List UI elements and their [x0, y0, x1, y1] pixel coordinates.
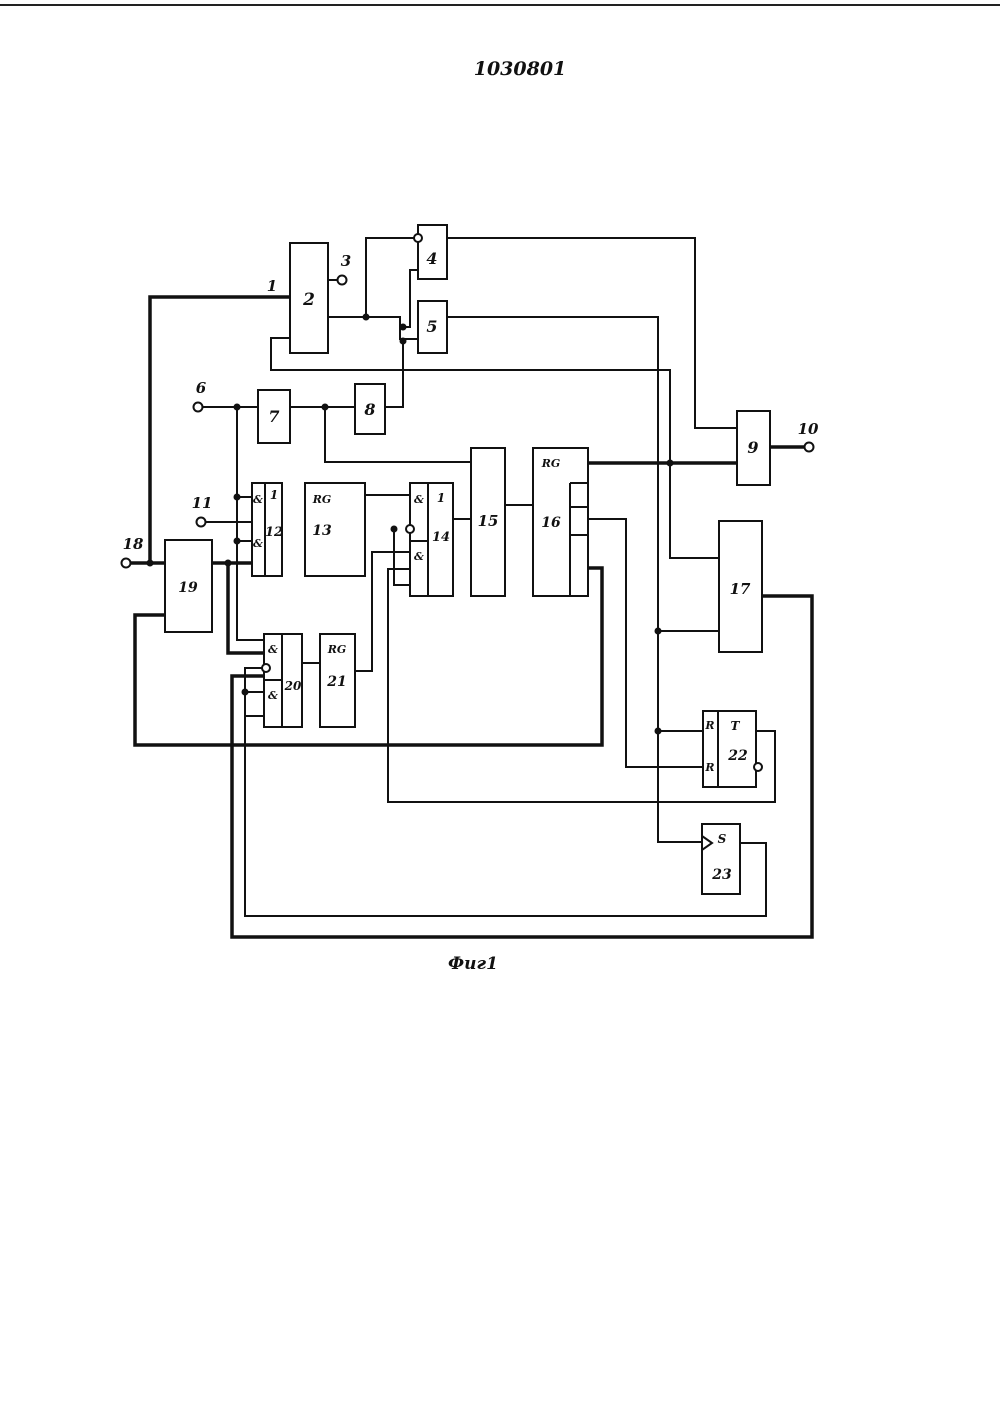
block-20-label: 20 [284, 679, 302, 693]
block-21: RG 21 [320, 634, 355, 727]
block-5: 5 [418, 301, 447, 353]
terminal-11-label: 11 [192, 494, 213, 512]
block-14: & & 1 14 [406, 483, 453, 596]
block-20-inverting-input [262, 664, 270, 672]
terminal-3 [338, 276, 347, 285]
patent-number: 1030801 [474, 58, 567, 80]
block-13-label: 13 [312, 523, 332, 539]
block-7: 7 [258, 390, 290, 443]
wire-14-in [394, 529, 410, 585]
terminal-18-label: 18 [123, 535, 144, 553]
junction [391, 526, 398, 533]
block-5-label: 5 [426, 317, 437, 336]
junction [655, 628, 662, 635]
block-22: R R T 22 [703, 711, 762, 787]
terminal-6 [194, 403, 203, 412]
block-20-pin-a: & [268, 643, 278, 656]
block-12-pin-b: & [253, 537, 263, 550]
block-20: & & 20 [262, 634, 302, 727]
block-8-label: 8 [363, 400, 375, 419]
junction [234, 404, 241, 411]
junction [655, 728, 662, 735]
block-9: 9 [737, 411, 770, 485]
block-20-pin-b: & [268, 689, 278, 702]
block-23-label: 23 [711, 867, 732, 883]
terminal-1-label: 1 [267, 277, 277, 295]
block-12-pin-a: & [253, 493, 263, 506]
block-2-label: 2 [302, 290, 315, 310]
block-14-pin-a: & [414, 493, 424, 506]
block-13: RG 13 [305, 483, 365, 576]
block-9-label: 9 [747, 438, 758, 457]
block-17-label: 17 [730, 580, 751, 598]
junction [322, 404, 329, 411]
junction [147, 560, 154, 567]
block-4: 4 [414, 225, 447, 279]
block-15-label: 15 [478, 512, 499, 530]
block-21-rg: RG [327, 643, 347, 656]
block-12-top: 1 [270, 488, 278, 502]
junction [234, 494, 241, 501]
block-14-label: 14 [432, 530, 450, 545]
block-22-t: T [731, 719, 741, 733]
terminal-10-label: 10 [798, 420, 819, 438]
junction [400, 338, 407, 345]
block-15: 15 [471, 448, 505, 596]
block-22-label: 22 [727, 748, 748, 764]
terminal-18 [122, 559, 131, 568]
block-16-label: 16 [541, 515, 561, 531]
block-4-inverting-input [414, 234, 422, 242]
block-16-rg: RG [541, 457, 561, 470]
block-19-label: 19 [178, 580, 198, 596]
block-14-pin-b: & [414, 550, 424, 563]
terminal-3-label: 3 [341, 252, 351, 270]
wire-7-to-15 [325, 407, 471, 462]
terminal-6-label: 6 [196, 379, 207, 397]
block-16: RG 16 [533, 448, 588, 596]
block-22-r: R [704, 761, 714, 774]
terminal-10 [805, 443, 814, 452]
junction [225, 560, 232, 567]
junction [234, 538, 241, 545]
block-14-top: 1 [437, 491, 445, 505]
block-21-label: 21 [326, 674, 346, 690]
wire-8-up [403, 270, 418, 327]
junction [242, 689, 249, 696]
junction [400, 324, 407, 331]
block-13-rg: RG [312, 493, 332, 506]
block-4-label: 4 [426, 249, 437, 268]
block-19: 19 [165, 540, 212, 632]
block-14-inverting-input [406, 525, 414, 533]
block-12: & & 1 12 [252, 483, 283, 576]
wire-4-to-9 [447, 238, 737, 428]
block-12-label: 12 [265, 525, 283, 540]
block-17: 17 [719, 521, 762, 652]
block-22-inverted-output [754, 763, 762, 771]
block-23: S 23 [702, 824, 740, 894]
terminal-11 [197, 518, 206, 527]
block-2: 2 [290, 243, 328, 353]
block-23-s: S [718, 832, 727, 846]
figure-caption: Фиг1 [448, 954, 498, 974]
wire-8-to-4-5 [385, 341, 403, 407]
block-7-label: 7 [268, 407, 279, 426]
wire-16-to-22 [588, 519, 703, 767]
block-8: 8 [355, 384, 385, 434]
block-22-s: R [704, 719, 714, 732]
junction [667, 460, 674, 467]
junction [363, 314, 370, 321]
